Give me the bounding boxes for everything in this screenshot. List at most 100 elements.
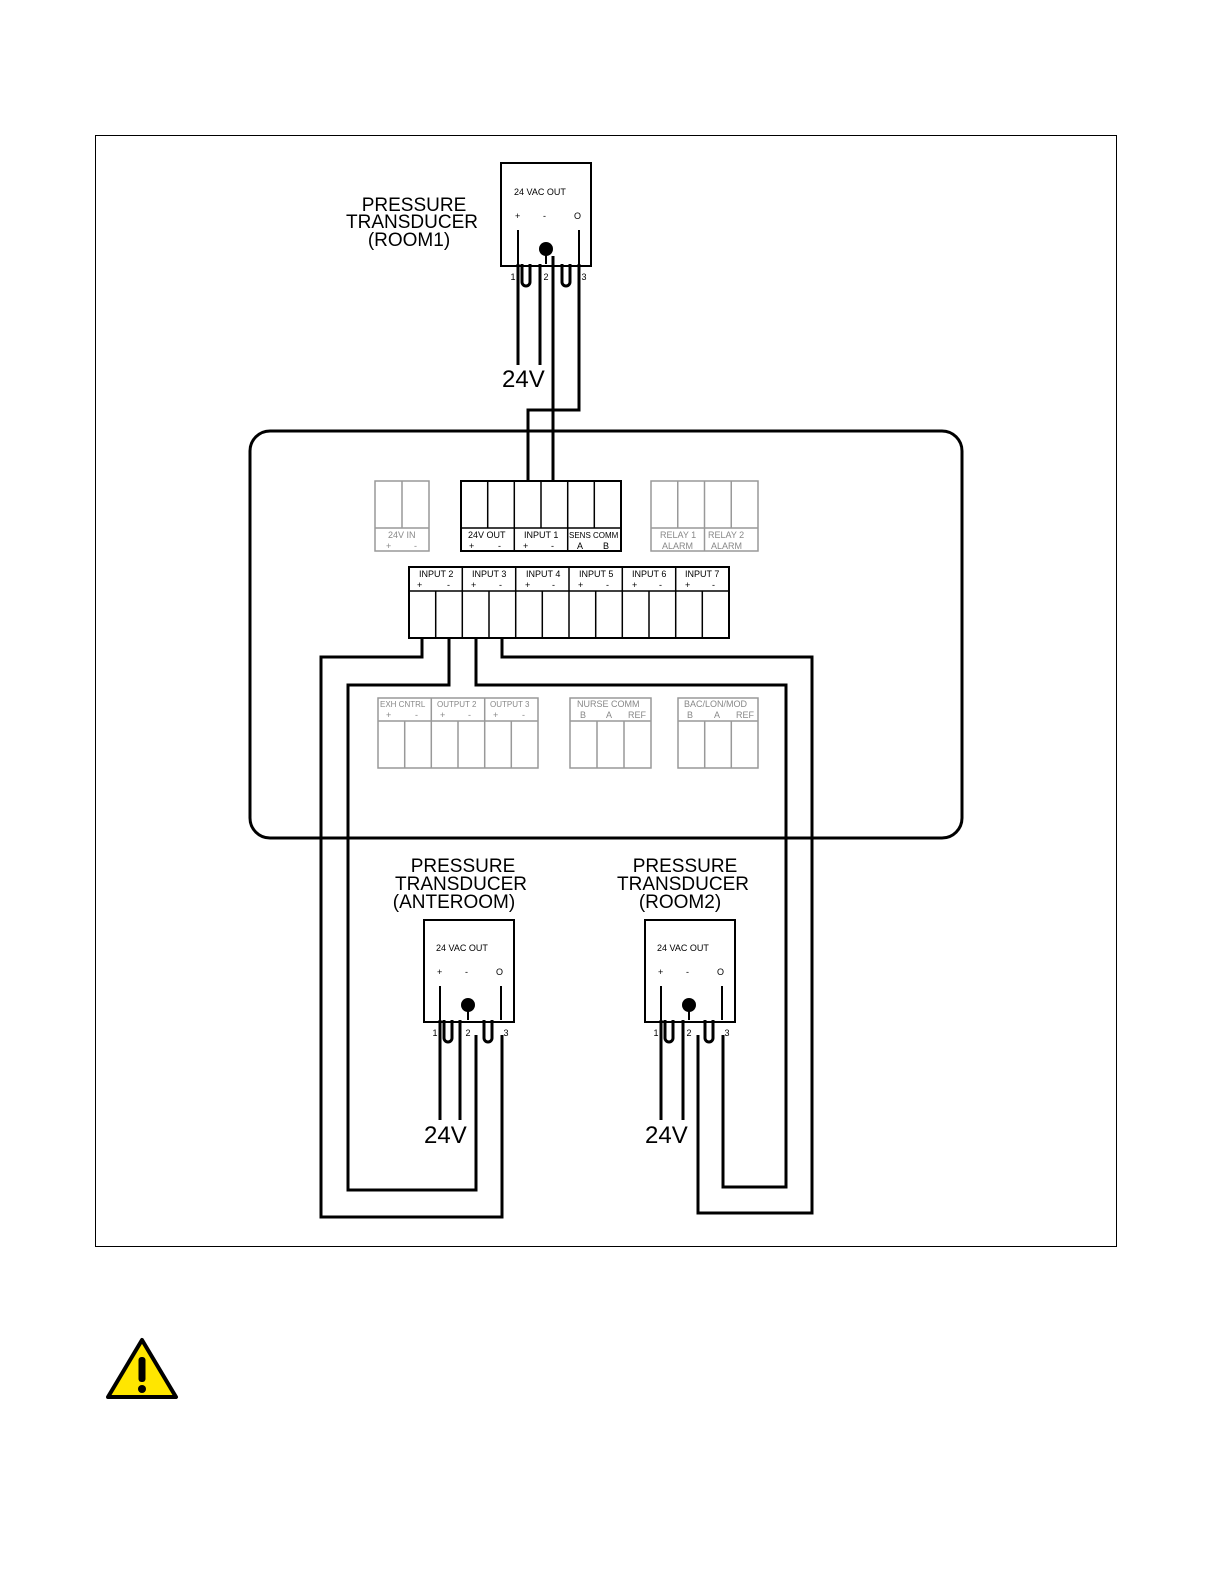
transducer-room1-supply-label: 24V — [502, 366, 545, 393]
transducer-room2-label-2: TRANSDUCER — [617, 874, 749, 895]
transducer-anteroom-sign-plus: + — [437, 967, 442, 977]
tb-output2-sign-plus: + — [440, 710, 445, 720]
tb-input2-label: INPUT 2 — [419, 569, 453, 579]
tb-input7-label: INPUT 7 — [685, 569, 719, 579]
transducer-room1-output-label: 24 VAC OUT — [514, 187, 566, 197]
tb-relay2-sub: ALARM — [711, 541, 742, 551]
tb-output2-sign-minus: - — [468, 710, 471, 720]
transducer-room1-label-1: PRESSURE — [362, 195, 467, 216]
tb-input4-sign-plus: + — [525, 580, 530, 590]
transducer-anteroom-output-label: 24 VAC OUT — [436, 943, 488, 953]
transducer-room2: PRESSURE TRANSDUCER (ROOM2) 24 VAC OUT +… — [617, 856, 749, 1149]
tb-relay1-sub: ALARM — [662, 541, 693, 551]
tb-input7-sign-plus: + — [685, 580, 690, 590]
transducer-room1-pin-2: 2 — [543, 272, 548, 282]
tb-output3-sign-minus: - — [522, 710, 525, 720]
transducer-room2-output-label: 24 VAC OUT — [657, 943, 709, 953]
tb-relay2-label: RELAY 2 — [708, 530, 744, 540]
tb-24v-out-sign-plus: + — [469, 541, 474, 551]
transducer-anteroom-label-1: PRESSURE — [411, 856, 516, 877]
tb-input6-label: INPUT 6 — [632, 569, 666, 579]
tb-input3-label: INPUT 3 — [472, 569, 506, 579]
tb-nurse-comm-label: NURSE COMM — [577, 699, 640, 709]
tb-input1-label: INPUT 1 — [524, 530, 558, 540]
tb-input1-sign-minus: - — [551, 541, 554, 551]
transducer-room1-sign-minus: - — [543, 211, 546, 221]
terminal-block-top: 24V OUT + - INPUT 1 + - SENS COMM A B — [460, 480, 622, 552]
transducer-room2-pin-2: 2 — [686, 1028, 691, 1038]
transducer-room2-sign-plus: + — [658, 967, 663, 977]
wire-input2-minus — [346, 638, 478, 1192]
tb-24v-in-sign-plus: + — [386, 541, 391, 551]
tb-bac-sign-ref: REF — [736, 710, 755, 720]
tb-input2-sign-plus: + — [417, 580, 422, 590]
terminal-block-outputs: EXH CNTRL + - OUTPUT 2 + - OUTPUT 3 + - — [377, 697, 539, 769]
transducer-anteroom-pin-1: 1 — [432, 1028, 437, 1038]
tb-output3-sign-plus: + — [493, 710, 498, 720]
tb-sens-comm-sign-b: B — [603, 541, 609, 551]
tb-input6-sign-minus: - — [659, 580, 662, 590]
tb-24v-out-label: 24V OUT — [468, 530, 506, 540]
transducer-room2-sign-minus: - — [686, 967, 689, 977]
tb-input3-sign-plus: + — [471, 580, 476, 590]
tb-24v-in-label: 24V IN — [388, 530, 416, 540]
terminal-block-inputs: INPUT 2 + - INPUT 3 + - INPUT 4 + - INPU… — [408, 566, 730, 639]
transducer-anteroom-label-3: (ANTEROOM) — [393, 892, 515, 913]
tb-nurse-comm-sign-b: B — [580, 710, 586, 720]
tb-input4-sign-minus: - — [552, 580, 555, 590]
transducer-anteroom-supply-label: 24V — [424, 1122, 467, 1149]
transducer-room2-supply-label: 24V — [645, 1122, 688, 1149]
tb-input7-sign-minus: - — [712, 580, 715, 590]
tb-output3-label: OUTPUT 3 — [490, 700, 530, 709]
tb-sens-comm-sign-a: A — [577, 541, 583, 551]
wire-input3-minus — [500, 638, 814, 1215]
tb-24v-in-sign-minus: - — [414, 541, 417, 551]
tb-exh-cntrl-sign-minus: - — [415, 710, 418, 720]
transducer-room1-label-3: (ROOM1) — [368, 230, 450, 251]
transducer-anteroom-pin-2: 2 — [465, 1028, 470, 1038]
terminal-block-bac-lon-mod: BAC/LON/MOD B A REF — [677, 697, 759, 769]
tb-exh-cntrl-label: EXH CNTRL — [380, 700, 426, 709]
transducer-room2-pin-1: 1 — [653, 1028, 658, 1038]
transducer-room1-sign-o: O — [574, 211, 581, 221]
transducer-room1-label-2: TRANSDUCER — [346, 212, 478, 233]
tb-relay1-label: RELAY 1 — [660, 530, 696, 540]
tb-nurse-comm-sign-ref: REF — [628, 710, 647, 720]
tb-exh-cntrl-sign-plus: + — [386, 710, 391, 720]
transducer-anteroom: PRESSURE TRANSDUCER (ANTEROOM) 24 VAC OU… — [393, 856, 527, 1149]
transducer-room2-sign-o: O — [717, 967, 724, 977]
wire-input2-plus — [319, 638, 504, 1219]
wire-input3-plus — [474, 638, 788, 1189]
tb-input3-sign-minus: - — [499, 580, 502, 590]
transducer-room2-label-3: (ROOM2) — [639, 892, 721, 913]
terminal-block-nurse-comm: NURSE COMM B A REF — [569, 697, 652, 769]
transducer-anteroom-terminal-dot — [461, 998, 475, 1012]
tb-bac-sign-a: A — [714, 710, 720, 720]
tb-bac-sign-b: B — [687, 710, 693, 720]
transducer-room1-pin-1: 1 — [510, 272, 515, 282]
tb-sens-comm-label: SENS COMM — [569, 531, 619, 540]
transducer-room1-sign-plus: + — [515, 211, 520, 221]
tb-input6-sign-plus: + — [632, 580, 637, 590]
transducer-room2-label-1: PRESSURE — [633, 856, 738, 877]
tb-bac-label: BAC/LON/MOD — [684, 699, 748, 709]
tb-input2-sign-minus: - — [447, 580, 450, 590]
transducer-room1-pin-3: 3 — [581, 272, 586, 282]
transducer-anteroom-label-2: TRANSDUCER — [395, 874, 527, 895]
tb-input5-sign-plus: + — [578, 580, 583, 590]
tb-input5-label: INPUT 5 — [579, 569, 613, 579]
terminal-block-24v-in: 24V IN + - — [374, 480, 430, 552]
tb-input1-sign-plus: + — [523, 541, 528, 551]
tb-nurse-comm-sign-a: A — [606, 710, 612, 720]
transducer-anteroom-sign-minus: - — [465, 967, 468, 977]
transducer-anteroom-sign-o: O — [496, 967, 503, 977]
warning-triangle-icon — [106, 1338, 178, 1399]
tb-24v-out-sign-minus: - — [498, 541, 501, 551]
transducer-room1: PRESSURE TRANSDUCER (ROOM1) 24 VAC OUT +… — [346, 162, 592, 393]
tb-input5-sign-minus: - — [606, 580, 609, 590]
transducer-anteroom-pin-3: 3 — [503, 1028, 508, 1038]
terminal-block-relay: RELAY 1 ALARM RELAY 2 ALARM — [650, 480, 759, 552]
transducer-room2-terminal-dot — [682, 998, 696, 1012]
